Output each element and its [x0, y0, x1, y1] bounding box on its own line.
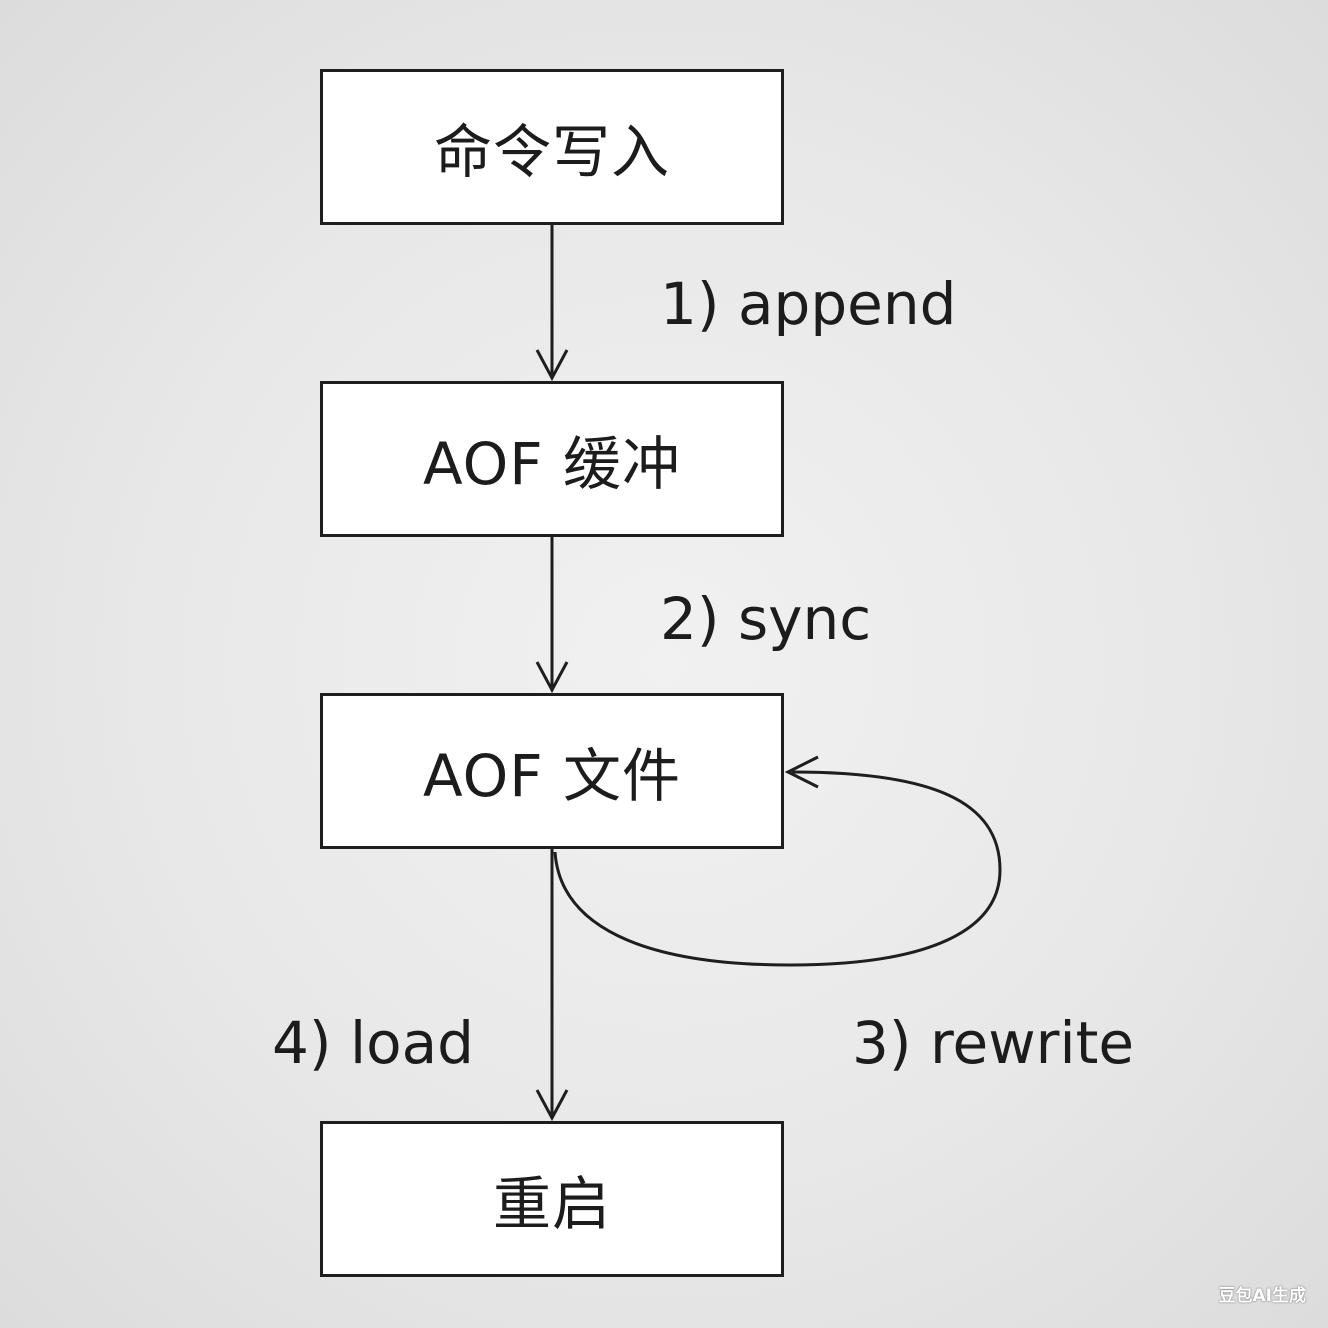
watermark: 豆包AI生成	[1218, 1286, 1306, 1306]
node-aof-buffer-label: AOF 缓冲	[422, 430, 682, 498]
arrowhead-rewrite	[784, 755, 819, 789]
arrowhead-append	[535, 349, 569, 382]
edge-label-append: 1) append	[660, 270, 957, 338]
node-command-write: 命令写入	[320, 69, 784, 225]
node-aof-file: AOF 文件	[320, 693, 784, 849]
arrowhead-load	[535, 1089, 569, 1122]
arrowhead-sync	[535, 661, 569, 694]
edge-label-sync: 2) sync	[660, 585, 872, 653]
node-aof-buffer: AOF 缓冲	[320, 381, 784, 537]
edge-label-rewrite: 3) rewrite	[852, 1009, 1135, 1077]
node-restart-label: 重启	[492, 1170, 611, 1238]
edge-label-load: 4) load	[272, 1009, 474, 1077]
node-restart: 重启	[320, 1121, 784, 1277]
node-command-write-label: 命令写入	[433, 118, 670, 186]
arrow-rewrite-loop	[553, 770, 1002, 967]
node-aof-file-label: AOF 文件	[422, 742, 682, 810]
